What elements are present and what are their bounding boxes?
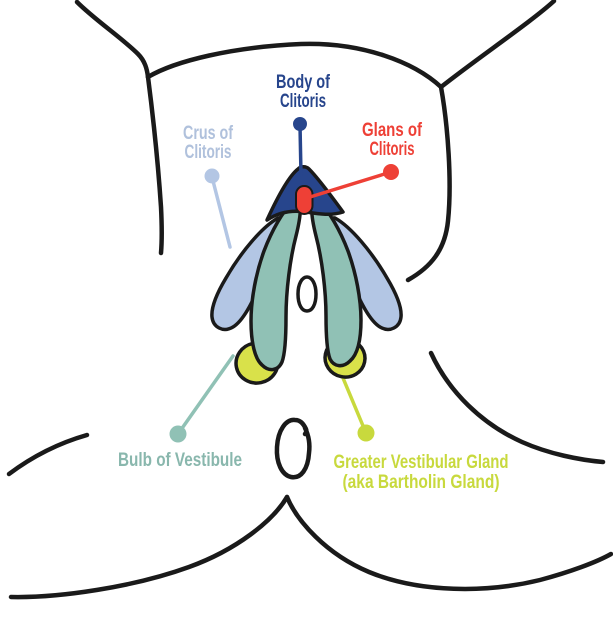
glans-leader-dot: [383, 164, 399, 180]
crus-leader-line: [210, 175, 232, 249]
contour-left-hip-arc: [6, 432, 90, 477]
contour-right-groin: [405, 84, 452, 283]
bulb-leader-line: [176, 354, 235, 436]
anus-outline: [274, 417, 312, 480]
right-bulb-shape: [310, 199, 363, 368]
contour-right-hip-arc: [428, 350, 606, 465]
leader-lines-under: [176, 175, 368, 436]
anatomy: [210, 165, 403, 480]
glans-leader-line: [308, 170, 393, 199]
bulb-label: Bulb of Vestibule: [118, 450, 242, 471]
crus-label-line1: Crus of: [183, 123, 234, 144]
body-label-line1: Body of: [276, 72, 331, 93]
contour-right-top: [438, 0, 557, 90]
urethral-opening: [296, 275, 318, 313]
vestibular-gland-label-line1: Greater Vestibular Gland: [334, 452, 509, 473]
labels: Body of Clitoris Crus of Clitoris Glans …: [118, 72, 509, 493]
vestibular-gland-label-line2: (aka Bartholin Gland): [343, 472, 500, 493]
body-contour: [6, 0, 613, 600]
body-leader-line: [298, 123, 303, 177]
crus-leader-dot: [204, 168, 220, 184]
glans-shape: [295, 185, 314, 215]
left-bulb-shape: [249, 199, 302, 372]
glans-label-line2: Clitoris: [370, 139, 415, 160]
glans-label-line1: Glans of: [362, 120, 423, 141]
vestibular-gland-leader-dot: [357, 424, 375, 442]
leader-dots: [169, 117, 399, 443]
contour-bottom-right-fold: [284, 494, 613, 592]
leader-lines-over: [298, 123, 393, 199]
contour-left-groin: [145, 74, 164, 256]
contour-mons-arch: [145, 41, 444, 90]
contour-left-top: [74, 0, 151, 80]
body-label-line2: Clitoris: [280, 91, 326, 112]
bulb-leader-dot: [169, 425, 187, 443]
body-leader-dot: [293, 117, 307, 131]
vestibular-gland-leader-line: [341, 376, 368, 435]
crus-label-line2: Clitoris: [185, 142, 232, 163]
contour-bottom-left-fold: [8, 494, 290, 600]
